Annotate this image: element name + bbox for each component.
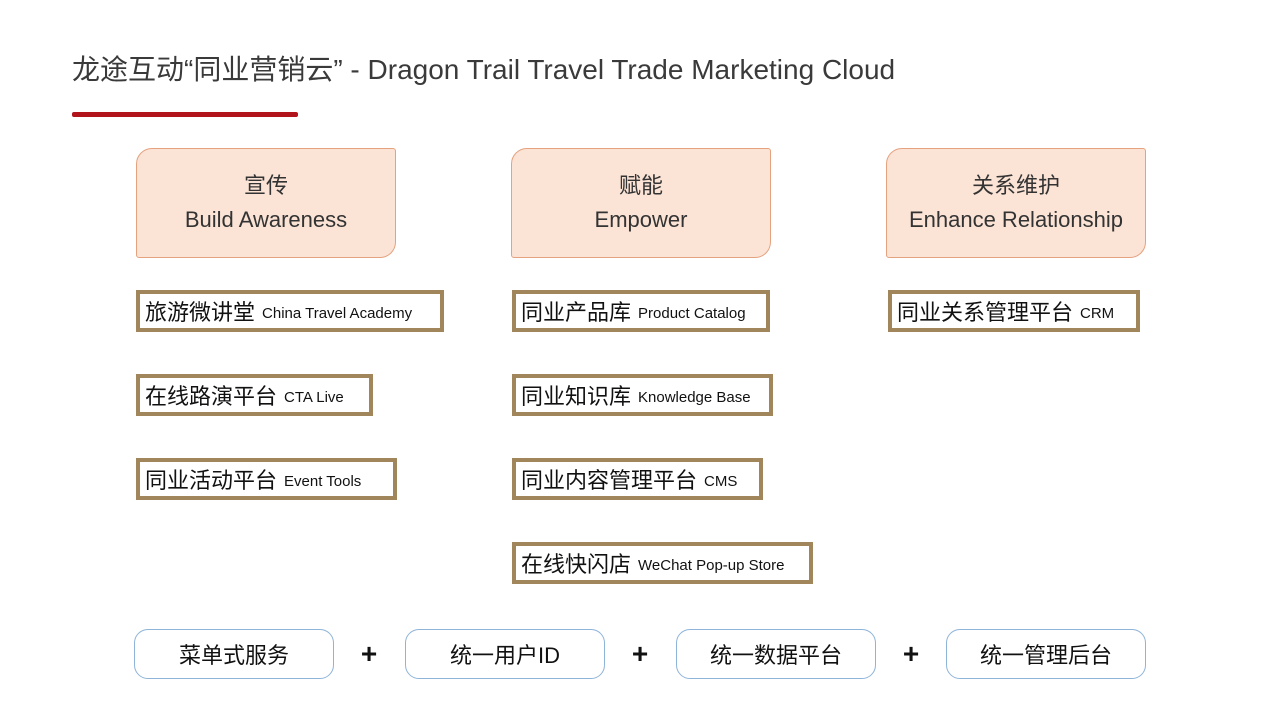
service-menu-style[interactable]: 菜单式服务 [134, 629, 334, 679]
feature-label-en: China Travel Academy [262, 304, 413, 322]
pillar-label-cn: 关系维护 [971, 172, 1060, 198]
feature-label-cn: 同业内容管理平台 [521, 468, 698, 493]
pillar-label-en: Enhance Relationship [908, 207, 1124, 232]
feature-cms[interactable]: 同业内容管理平台 CMS [512, 458, 763, 500]
feature-label-cn: 同业知识库 [521, 384, 632, 409]
page-title: 龙途互动“同业营销云” - Dragon Trail Travel Trade … [72, 54, 896, 85]
pillar-empower: 赋能 Empower [511, 148, 771, 258]
plus-sign: + [631, 638, 649, 669]
feature-cta-live[interactable]: 在线路演平台 CTA Live [136, 374, 373, 416]
plus-sign: + [902, 638, 920, 669]
feature-label-en: WeChat Pop-up Store [638, 556, 785, 574]
feature-label-cn: 同业产品库 [521, 300, 632, 325]
feature-label-cn: 旅游微讲堂 [145, 300, 256, 325]
feature-label-en: Product Catalog [638, 304, 746, 322]
feature-label-en: Event Tools [284, 472, 362, 490]
feature-label-en: CRM [1080, 304, 1115, 322]
pillar-build-awareness: 宣传 Build Awareness [136, 148, 396, 258]
feature-label-en: Knowledge Base [638, 388, 751, 406]
feature-label-en: CMS [704, 472, 738, 490]
service-unified-admin[interactable]: 统一管理后台 [946, 629, 1146, 679]
feature-event-tools[interactable]: 同业活动平台 Event Tools [136, 458, 397, 500]
feature-label-cn: 在线快闪店 [521, 552, 632, 577]
plus-sign: + [360, 638, 378, 669]
service-unified-data-platform[interactable]: 统一数据平台 [676, 629, 876, 679]
service-unified-user-id[interactable]: 统一用户ID [405, 629, 605, 679]
feature-wechat-popup-store[interactable]: 在线快闪店 WeChat Pop-up Store [512, 542, 813, 584]
feature-label-cn: 同业关系管理平台 [897, 300, 1074, 325]
pillar-label-cn: 宣传 [243, 172, 288, 198]
feature-product-catalog[interactable]: 同业产品库 Product Catalog [512, 290, 770, 332]
pillar-label-en: Empower [594, 207, 688, 232]
feature-knowledge-base[interactable]: 同业知识库 Knowledge Base [512, 374, 773, 416]
title-underline [72, 112, 298, 117]
feature-label-en: CTA Live [284, 388, 344, 406]
feature-china-travel-academy[interactable]: 旅游微讲堂 China Travel Academy [136, 290, 444, 332]
feature-label-cn: 同业活动平台 [145, 468, 278, 493]
pillar-enhance-relationship: 关系维护 Enhance Relationship [886, 148, 1146, 258]
feature-label-cn: 在线路演平台 [145, 384, 278, 409]
pillar-label-en: Build Awareness [184, 207, 348, 232]
feature-crm[interactable]: 同业关系管理平台 CRM [888, 290, 1140, 332]
pillar-label-cn: 赋能 [618, 172, 663, 198]
